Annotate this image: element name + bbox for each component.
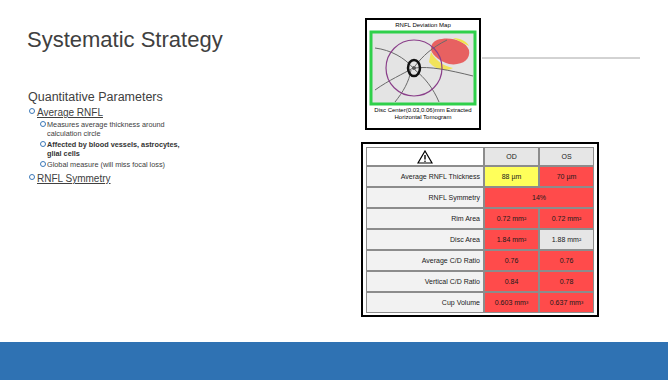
value-cell: 0.637 mm³ <box>539 292 594 313</box>
section-heading: Quantitative Parameters <box>28 90 228 105</box>
rnfl-deviation-map <box>369 30 477 106</box>
value-cell: 1.84 mm² <box>484 229 539 250</box>
table-value: 0.84 <box>505 278 519 285</box>
table-value: 0.76 <box>505 257 519 264</box>
bullet-heading: RNFL Symmetry <box>37 173 187 185</box>
sub-bullet: Global measure (will miss focal loss) <box>47 161 207 170</box>
sub-bullet: Measures average thickness around calcul… <box>47 121 175 139</box>
row-label-cell: Average C/D Ratio <box>366 250 484 271</box>
table-value: 0.637 mm³ <box>550 299 583 306</box>
figure-frame: RNFL Deviation MapDisc Center(0.03,0.06)… <box>365 18 481 130</box>
table-value: 0.603 mm³ <box>495 299 528 306</box>
row-label: Average RNFL Thickness <box>401 173 480 180</box>
figure-heading: RNFL Deviation Map <box>367 22 479 29</box>
value-cell: 0.84 <box>484 271 539 292</box>
table-corner-cell <box>366 147 484 166</box>
value-cell: 88 µm <box>484 166 539 187</box>
table-frame <box>362 143 598 316</box>
row-label-cell: Cup Volume <box>366 292 484 313</box>
bullet-mark <box>40 121 46 127</box>
footer-bar <box>0 342 668 380</box>
table-value: OS <box>561 153 571 160</box>
value-cell: OD <box>484 147 539 166</box>
bullet-mark <box>40 141 46 147</box>
value-cell: 0.72 mm² <box>539 208 594 229</box>
row-label: Rim Area <box>451 215 480 222</box>
warning-icon <box>417 150 433 164</box>
table-value: 1.88 mm² <box>552 236 582 243</box>
value-cell: 70 µm <box>539 166 594 187</box>
table-value: 0.72 mm² <box>497 215 527 222</box>
row-label-cell: Rim Area <box>366 208 484 229</box>
row-label: Cup Volume <box>442 299 480 306</box>
table-value: 0.72 mm² <box>552 215 582 222</box>
row-label: Disc Area <box>450 236 480 243</box>
value-cell: 14% <box>484 187 594 208</box>
value-cell: 1.88 mm² <box>539 229 594 250</box>
slide-title: Systematic Strategy <box>27 27 223 53</box>
row-label: Vertical C/D Ratio <box>425 278 480 285</box>
table-value: 0.78 <box>560 278 574 285</box>
figure-caption: Disc Center(0.03,0.06)mm Extracted Horiz… <box>373 107 473 121</box>
sub-bullet: Affected by blood vessels, astrocytes, g… <box>47 141 182 159</box>
bullet-heading: Average RNFL <box>37 107 187 119</box>
row-label: RNFL Symmetry <box>429 194 480 201</box>
row-label-cell: RNFL Symmetry <box>366 187 484 208</box>
bullet-mark <box>29 108 35 114</box>
table-value: 0.76 <box>560 257 574 264</box>
table-value: 1.84 mm² <box>497 236 527 243</box>
table-value: 14% <box>532 194 546 201</box>
value-cell: 0.78 <box>539 271 594 292</box>
value-cell: 0.72 mm² <box>484 208 539 229</box>
row-label-cell: Average RNFL Thickness <box>366 166 484 187</box>
value-cell: 0.603 mm³ <box>484 292 539 313</box>
value-cell: OS <box>539 147 594 166</box>
value-cell: 0.76 <box>484 250 539 271</box>
row-label-cell: Vertical C/D Ratio <box>366 271 484 292</box>
row-label-cell: Disc Area <box>366 229 484 250</box>
table-value: 88 µm <box>502 173 522 180</box>
bullet-mark <box>40 161 46 167</box>
value-cell: 0.76 <box>539 250 594 271</box>
table-value: 70 µm <box>557 173 577 180</box>
row-label: Average C/D Ratio <box>422 257 480 264</box>
bullet-mark <box>29 174 35 180</box>
title-rule <box>482 58 640 59</box>
table-value: OD <box>506 153 517 160</box>
